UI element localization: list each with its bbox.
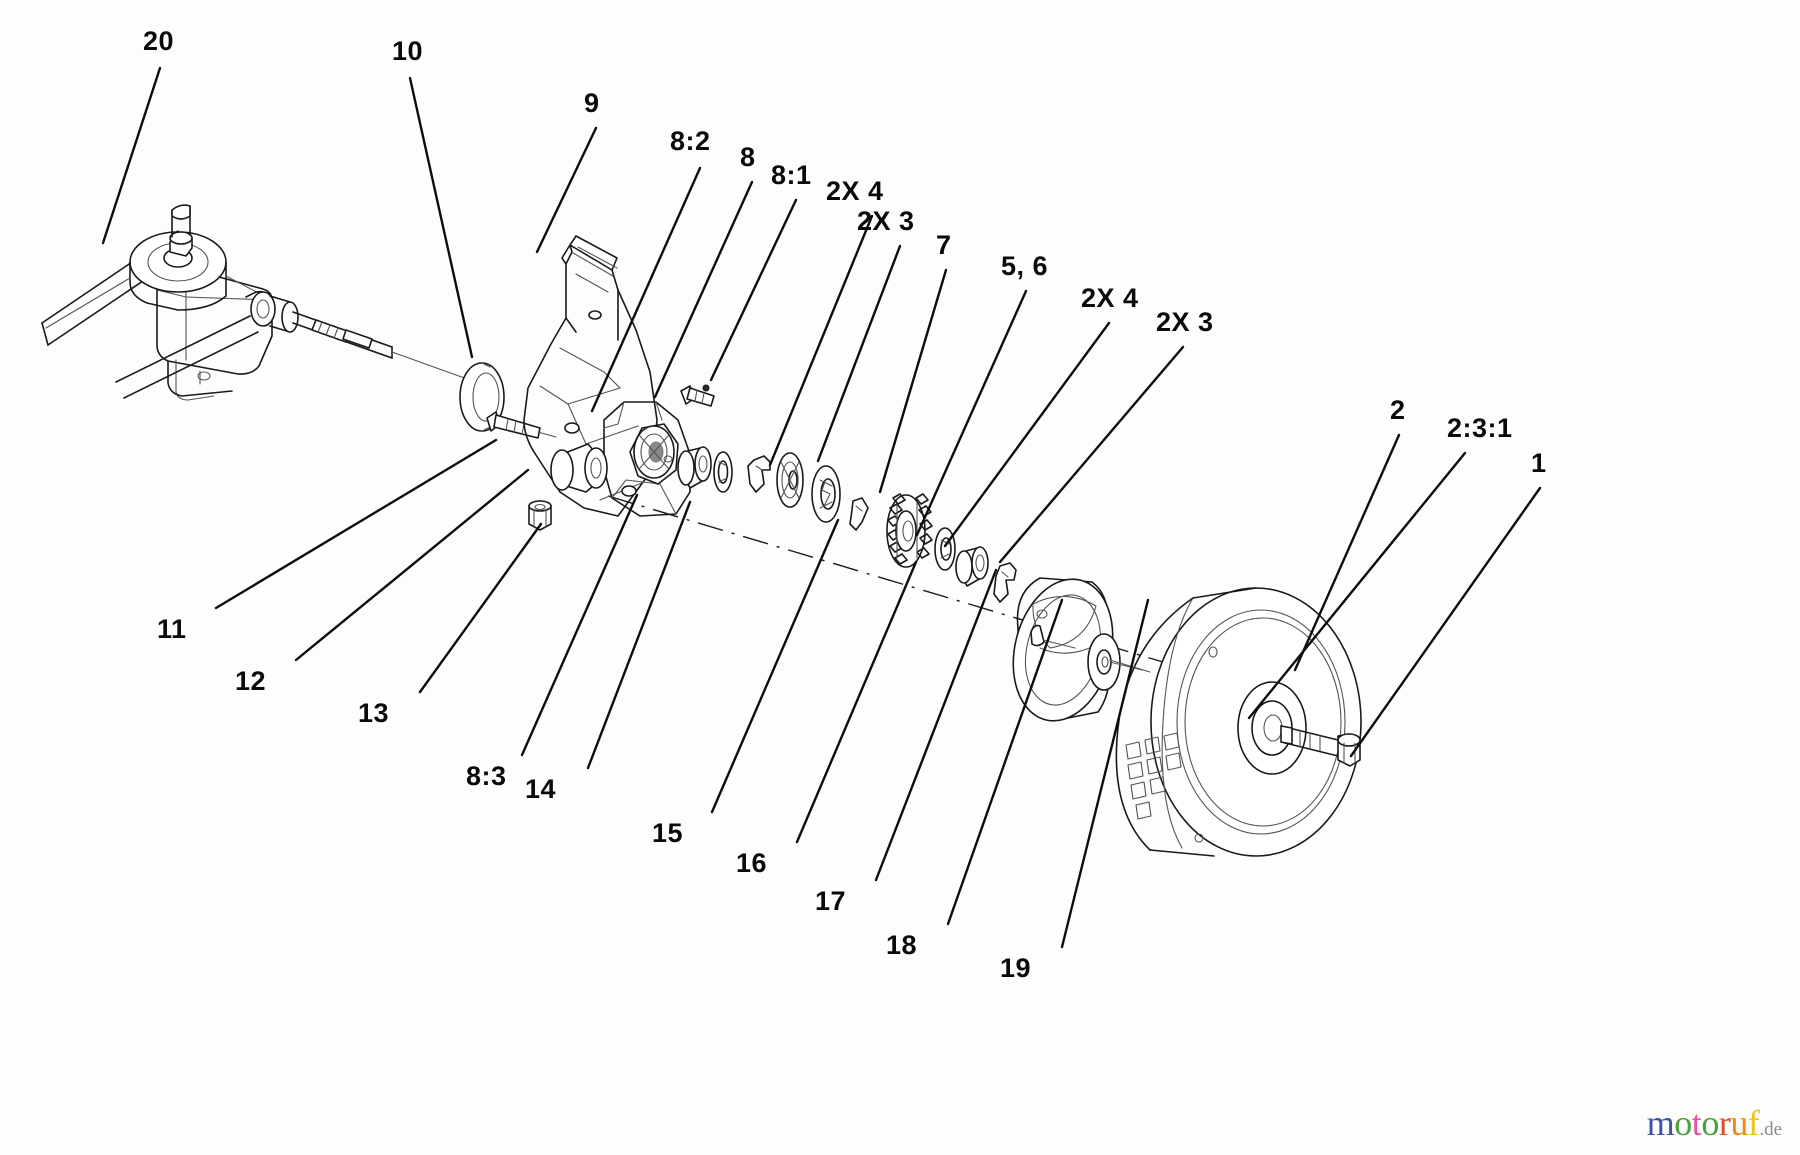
callout-c5_6: 5, 6 [1001, 251, 1049, 281]
part-11-bolt [486, 411, 557, 439]
part-2x4-bushing-b [955, 546, 989, 587]
callout-leader-lines [101, 66, 1542, 949]
callout-c2x4b: 2X 4 [1081, 283, 1139, 313]
watermark-letter-6: f [1747, 1103, 1760, 1143]
part-12-hex-nut [528, 500, 552, 531]
part-2x3-retaining-clip-b [993, 562, 1017, 603]
callout-c8_1: 8:1 [771, 160, 812, 190]
callout-c19: 19 [1000, 953, 1032, 983]
detail-line-hubcap-link [1109, 659, 1151, 673]
callout-c2x3b: 2X 3 [1156, 307, 1214, 337]
callout-c2x4a: 2X 4 [826, 176, 884, 206]
assembly-centerline [607, 495, 1291, 701]
callout-c9: 9 [584, 88, 600, 118]
part-7-thrust-washer [811, 465, 841, 523]
callout-c8: 8 [740, 142, 756, 172]
callout-c12: 12 [235, 666, 267, 696]
callout-c20: 20 [143, 26, 175, 56]
part-17-18-hub-cap [1012, 577, 1143, 722]
part-transmission-case [41, 204, 471, 401]
motoruf-watermark: motoruf.de [1647, 1105, 1782, 1141]
callout-c10: 10 [392, 36, 424, 66]
watermark-letter-2: t [1691, 1103, 1702, 1143]
watermark-letter-0: m [1646, 1103, 1675, 1143]
part-2x4-retaining-ring-a [747, 455, 771, 493]
callout-c2x3a: 2X 3 [857, 206, 915, 236]
part-13-bushing [677, 446, 712, 489]
callout-c14: 14 [525, 774, 557, 804]
watermark-letter-3: o [1701, 1103, 1719, 1143]
callout-c2_3_1: 2:3:1 [1447, 413, 1513, 443]
callout-c8_2: 8:2 [670, 126, 711, 156]
part-2x3-bearing-a [776, 452, 804, 508]
callout-c2: 2 [1390, 395, 1406, 425]
callout-c1: 1 [1531, 448, 1547, 478]
watermark-letter-1: o [1674, 1103, 1692, 1143]
callout-c17: 17 [815, 886, 847, 916]
part-1-2-wheel-tire [1115, 587, 1362, 857]
callout-c8_3: 8:3 [466, 761, 507, 791]
callout-c11: 11 [157, 614, 187, 644]
callout-c7: 7 [936, 230, 952, 260]
watermark-suffix: .de [1759, 1119, 1782, 1140]
callout-c18: 18 [886, 930, 918, 960]
watermark-letter-4: r [1718, 1103, 1731, 1143]
part-5-6-pinion-gear [886, 493, 933, 568]
callout-c15: 15 [652, 818, 684, 848]
callout-c16: 16 [736, 848, 768, 878]
part-15-key [849, 497, 869, 531]
part-14-washer [713, 451, 733, 493]
part-8-gear-housing [550, 384, 715, 517]
callout-c13: 13 [358, 698, 390, 728]
watermark-letter-5: u [1730, 1103, 1748, 1143]
